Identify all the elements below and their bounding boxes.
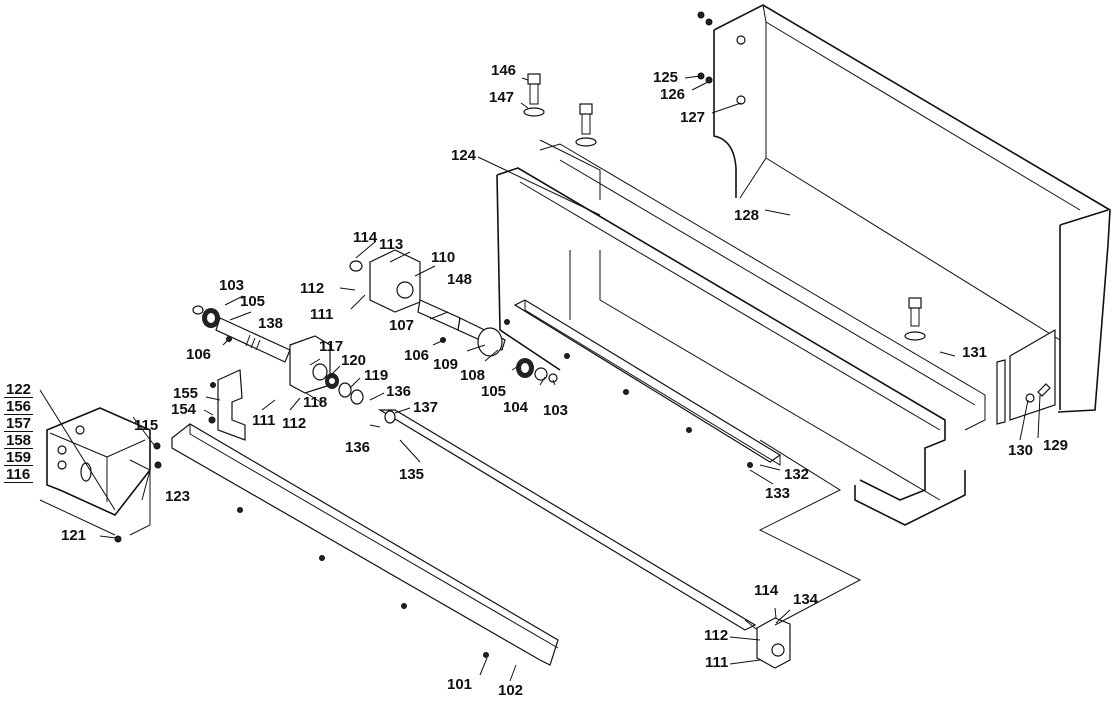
- bracket-110: [349, 249, 421, 313]
- part-label: 115: [134, 417, 159, 434]
- shaft-107: [417, 299, 506, 357]
- part-label: 125: [653, 69, 679, 86]
- part-label: 109: [433, 356, 459, 373]
- part-label: 129: [1043, 437, 1069, 454]
- part-label: 128: [734, 207, 760, 224]
- gear-105a: [192, 305, 220, 328]
- part-label: 130: [1008, 442, 1034, 459]
- part-label: 135: [399, 466, 425, 483]
- part-label: 112: [282, 415, 307, 432]
- part-label: 119: [364, 367, 389, 384]
- chip-guard-128: [713, 4, 1111, 413]
- stacked-label-group: 122 156 157 158 159 116: [4, 381, 34, 483]
- part-label: 113: [379, 236, 404, 253]
- part-label: 158: [4, 432, 34, 449]
- bracket-155: [217, 369, 246, 441]
- part-label: 111: [705, 654, 729, 671]
- leader-lines: [39, 75, 1041, 682]
- part-label: 147: [489, 89, 515, 106]
- part-label: 155: [173, 385, 199, 402]
- part-label: 104: [503, 399, 529, 416]
- part-label: 123: [165, 488, 191, 505]
- bolts-146: [523, 73, 926, 341]
- part-label: 138: [258, 315, 284, 332]
- part-label: 134: [793, 591, 819, 608]
- part-label: 111: [310, 306, 334, 323]
- part-label: 122: [4, 381, 34, 398]
- feed-rod-135: [377, 409, 771, 641]
- part-label: 118: [303, 394, 328, 411]
- part-label: 137: [413, 399, 439, 416]
- end-bracket-134: [756, 439, 862, 669]
- part-label: 105: [240, 293, 266, 310]
- part-label: 106: [186, 346, 212, 363]
- part-label: 121: [61, 527, 87, 544]
- part-label: 116: [4, 466, 34, 483]
- rack-132: [513, 299, 782, 466]
- part-label: 112: [704, 627, 729, 644]
- part-label: 133: [765, 485, 791, 502]
- right-bracket: [996, 328, 1056, 425]
- part-label: 114: [353, 229, 378, 246]
- part-label: 103: [543, 402, 569, 419]
- part-label: 136: [345, 439, 371, 456]
- part-label: 103: [219, 277, 245, 294]
- part-label: 108: [460, 367, 486, 384]
- part-label: 124: [451, 147, 477, 164]
- part-label: 136: [386, 383, 412, 400]
- part-label: 110: [431, 249, 456, 266]
- part-label: 131: [962, 344, 988, 361]
- part-label: 146: [491, 62, 517, 79]
- shaft-138: [215, 317, 291, 363]
- part-label: 107: [389, 317, 415, 334]
- part-label: 132: [784, 466, 810, 483]
- part-label: 156: [4, 398, 34, 415]
- part-label: 127: [680, 109, 706, 126]
- part-label: 106: [404, 347, 430, 364]
- part-label: 112: [300, 280, 325, 297]
- part-label: 120: [341, 352, 367, 369]
- part-label: 102: [498, 682, 524, 699]
- part-label: 159: [4, 449, 34, 466]
- angle-102: [171, 423, 559, 666]
- part-label: 101: [447, 676, 473, 693]
- part-label: 148: [447, 271, 473, 288]
- part-label: 117: [319, 338, 344, 355]
- guard-bolts: [697, 11, 746, 105]
- part-label: 105: [481, 383, 507, 400]
- part-label: 126: [660, 86, 686, 103]
- gear-105b: [516, 358, 558, 383]
- part-label: 111: [252, 412, 276, 429]
- part-label: 157: [4, 415, 34, 432]
- part-label: 154: [171, 401, 197, 418]
- part-label: 114: [754, 582, 779, 599]
